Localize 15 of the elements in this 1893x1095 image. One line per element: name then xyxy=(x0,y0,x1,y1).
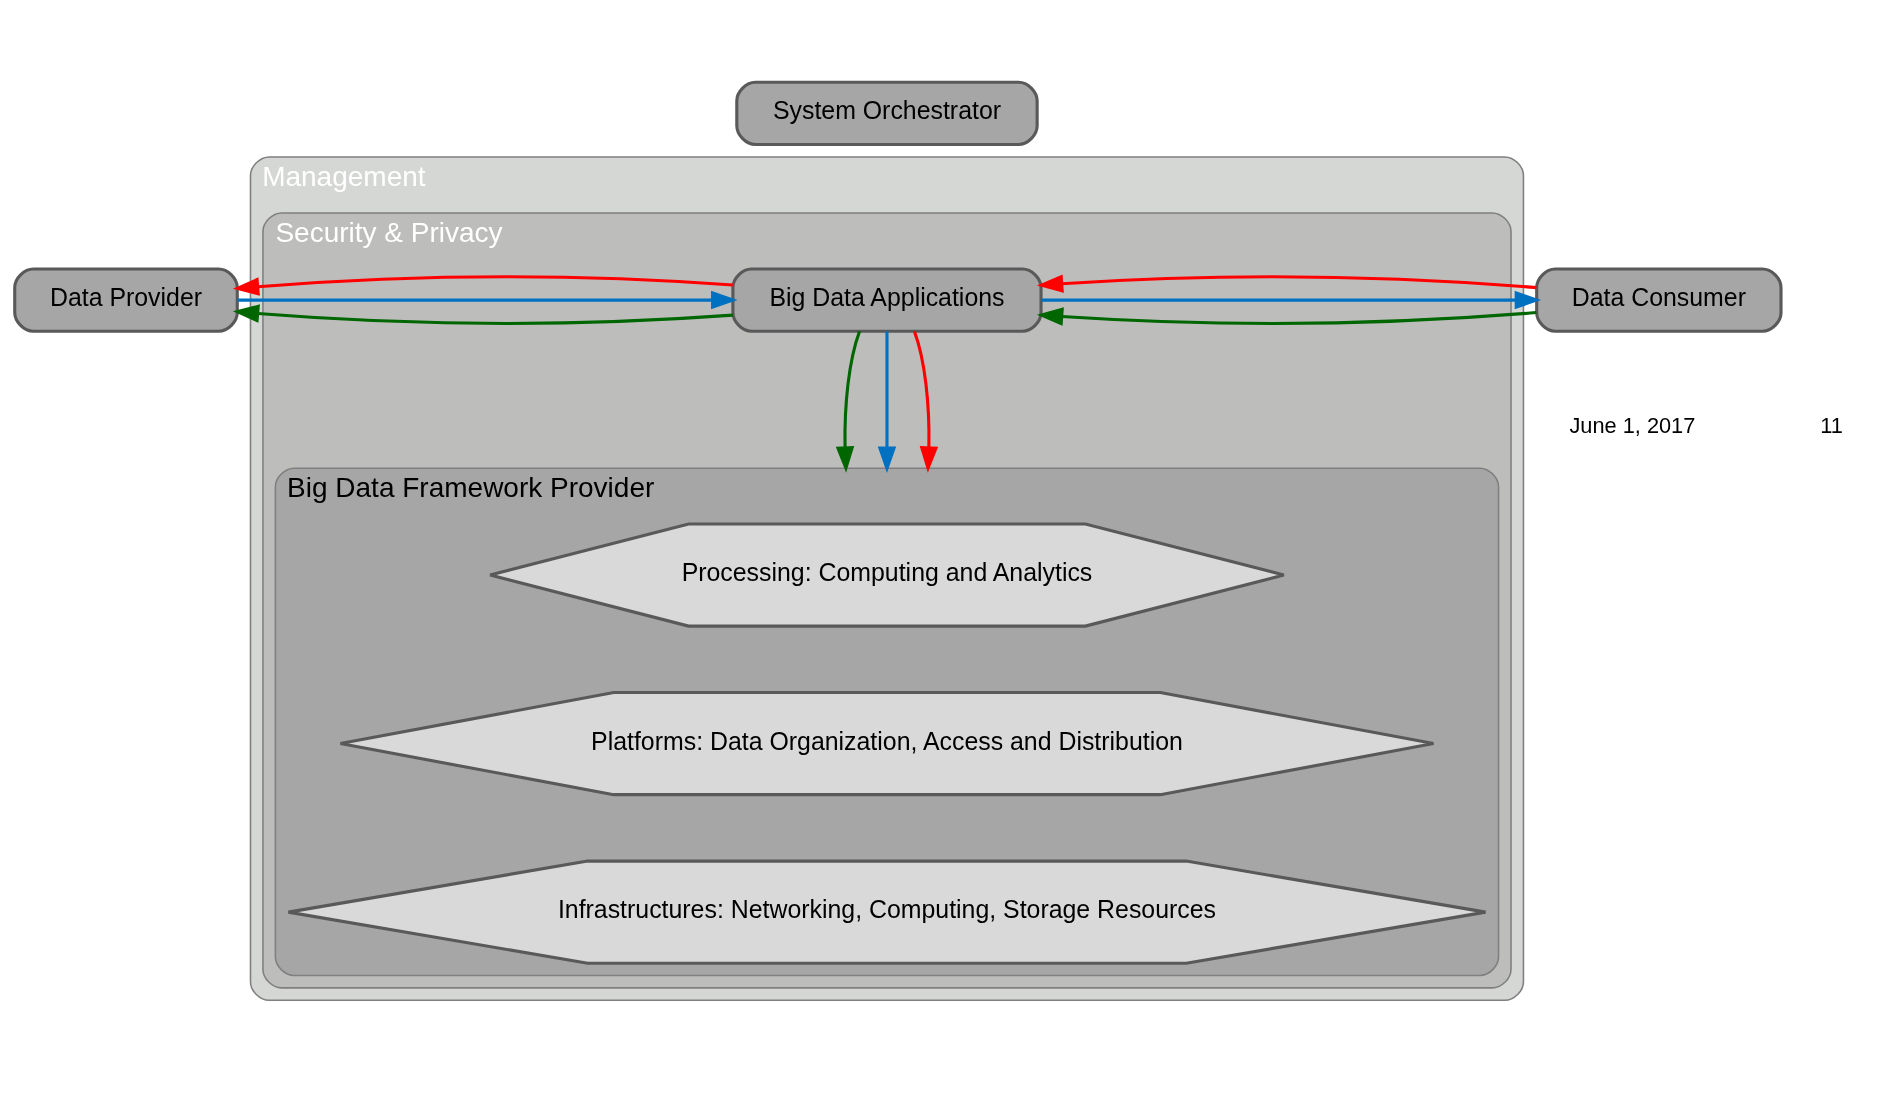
arrow xyxy=(237,290,738,310)
arrow xyxy=(1041,290,1542,310)
arrow xyxy=(232,304,733,325)
node-box: Data Provider xyxy=(13,267,239,333)
arrow xyxy=(835,330,862,473)
arrow xyxy=(1036,274,1537,293)
arrow xyxy=(232,275,733,296)
label: 11 xyxy=(1820,412,1843,438)
arrow xyxy=(877,331,897,473)
node-box: Big Data Applications xyxy=(731,267,1043,333)
arrow xyxy=(1036,307,1537,326)
node-box: Data Consumer xyxy=(1535,267,1783,333)
arrow xyxy=(912,330,939,473)
node-box: System Orchestrator xyxy=(735,80,1039,147)
label: June 1, 2017 xyxy=(1569,412,1696,438)
